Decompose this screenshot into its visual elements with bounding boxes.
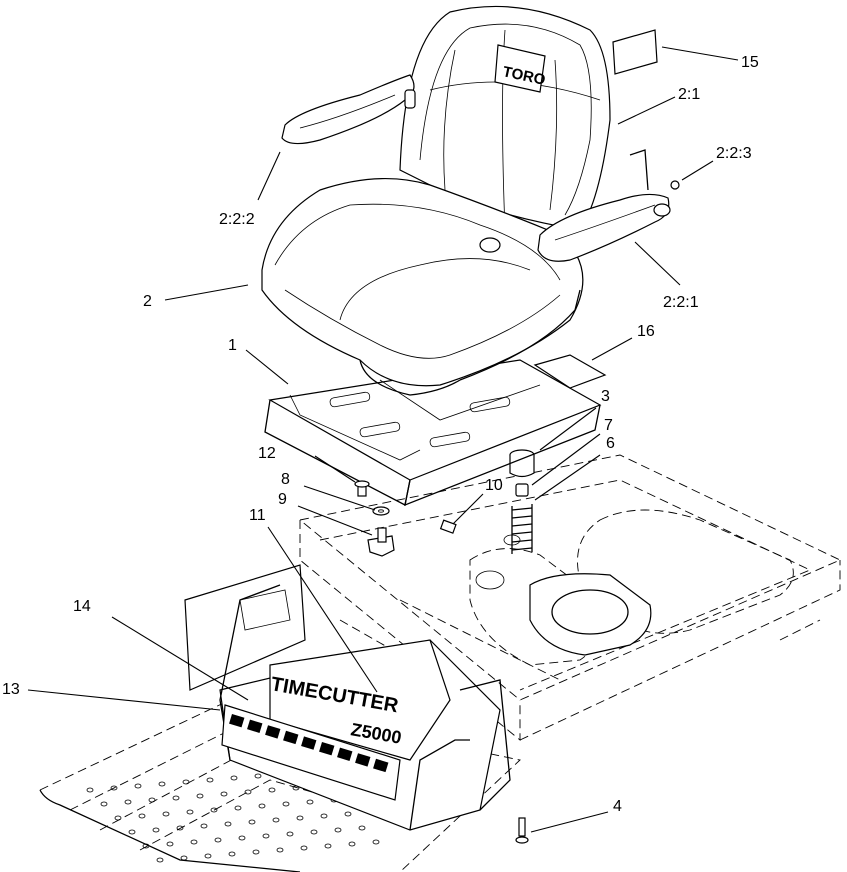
floor-pan-holes bbox=[86, 767, 380, 863]
callout-2-2-2: 2:2:2 bbox=[219, 211, 255, 228]
decal-icon bbox=[301, 736, 317, 750]
floor-hole bbox=[214, 837, 222, 843]
decal-16 bbox=[533, 354, 607, 389]
floor-hole bbox=[100, 801, 108, 807]
control-console: TIMECUTTER Z5000 bbox=[184, 564, 511, 831]
bumper bbox=[509, 449, 535, 478]
floor-hole bbox=[252, 849, 260, 855]
floor-hole bbox=[156, 857, 164, 863]
floor-hole bbox=[334, 827, 342, 833]
floor-hole bbox=[324, 843, 332, 849]
floor-hole bbox=[138, 813, 146, 819]
floor-hole bbox=[244, 789, 252, 795]
floor-hole bbox=[344, 811, 352, 817]
floor-hole bbox=[306, 799, 314, 805]
floor-hole bbox=[320, 813, 328, 819]
callout-15: 15 bbox=[741, 54, 759, 71]
floor-hole bbox=[220, 791, 228, 797]
floor-hole bbox=[162, 811, 170, 817]
callout-8: 8 bbox=[281, 471, 290, 488]
callout-4: 4 bbox=[613, 798, 622, 815]
floor-hole bbox=[134, 783, 142, 789]
decal-icon bbox=[337, 747, 353, 761]
floor-hole bbox=[128, 829, 136, 835]
floor-hole bbox=[224, 821, 232, 827]
floor-hole bbox=[228, 851, 236, 857]
decal-icon bbox=[355, 753, 371, 767]
leader-lines bbox=[27, 46, 739, 833]
callout-12: 12 bbox=[258, 445, 276, 462]
frame-seat-mount bbox=[475, 534, 652, 656]
decal-icon bbox=[283, 730, 299, 745]
decal-icon bbox=[373, 758, 389, 773]
decal-icon bbox=[319, 741, 335, 756]
callout-16: 16 bbox=[637, 323, 655, 340]
callout-9: 9 bbox=[278, 491, 287, 508]
floor-hole bbox=[142, 843, 150, 849]
callout-13: 13 bbox=[2, 681, 20, 698]
floor-hole bbox=[148, 797, 156, 803]
callout-2: 2 bbox=[143, 293, 152, 310]
floor-hole bbox=[254, 773, 262, 779]
label-15 bbox=[612, 29, 658, 75]
floor-hole bbox=[258, 803, 266, 809]
decal-icon bbox=[247, 719, 263, 733]
decal-icon bbox=[265, 725, 281, 739]
mount-hardware bbox=[354, 480, 457, 557]
callout-2-2-1: 2:2:1 bbox=[663, 294, 699, 311]
floor-hole bbox=[300, 845, 308, 851]
floor-hole bbox=[286, 831, 294, 837]
floor-hole bbox=[196, 793, 204, 799]
floor-hole bbox=[86, 787, 94, 793]
floor-hole bbox=[180, 855, 188, 861]
floor-hole bbox=[152, 827, 160, 833]
callout-2-2-3: 2:2:3 bbox=[716, 145, 752, 162]
floor-hole bbox=[158, 781, 166, 787]
floor-hole bbox=[166, 841, 174, 847]
callout-6: 6 bbox=[606, 435, 615, 452]
floor-hole bbox=[210, 807, 218, 813]
floor-hole bbox=[272, 817, 280, 823]
floor-hole bbox=[310, 829, 318, 835]
floor-hole bbox=[238, 835, 246, 841]
floor-hole bbox=[262, 833, 270, 839]
floor-hole bbox=[358, 825, 366, 831]
floor-hole bbox=[348, 841, 356, 847]
callout-3: 3 bbox=[601, 388, 610, 405]
floor-hole bbox=[234, 805, 242, 811]
callout-14: 14 bbox=[73, 598, 91, 615]
bolt-4 bbox=[515, 817, 529, 844]
floor-hole bbox=[248, 819, 256, 825]
floor-hole bbox=[190, 839, 198, 845]
floor-hole bbox=[372, 839, 380, 845]
decal-icon bbox=[229, 713, 245, 728]
floor-hole bbox=[124, 799, 132, 805]
floor-hole bbox=[296, 815, 304, 821]
floor-hole bbox=[110, 785, 118, 791]
floor-hole bbox=[182, 779, 190, 785]
callout-1: 1 bbox=[228, 337, 237, 354]
floor-hole bbox=[268, 787, 276, 793]
callout-7: 7 bbox=[604, 417, 613, 434]
floor-hole bbox=[176, 825, 184, 831]
floor-hole bbox=[206, 777, 214, 783]
floor-hole bbox=[204, 853, 212, 859]
spring-assembly bbox=[511, 483, 533, 554]
callout-labels: 15 2:1 2:2:3 2:2:2 2 2:2:1 1 16 3 7 6 12… bbox=[2, 54, 759, 815]
floor-hole bbox=[230, 775, 238, 781]
decal-icons bbox=[229, 713, 389, 773]
seat: TORO bbox=[261, 5, 680, 396]
callout-2-1: 2:1 bbox=[678, 86, 700, 103]
floor-hole bbox=[114, 815, 122, 821]
floor-hole bbox=[186, 809, 194, 815]
floor-hole bbox=[276, 847, 284, 853]
floor-hole bbox=[200, 823, 208, 829]
floor-hole bbox=[172, 795, 180, 801]
floor-hole bbox=[282, 801, 290, 807]
callout-11: 11 bbox=[249, 507, 266, 524]
callout-10: 10 bbox=[485, 477, 503, 494]
